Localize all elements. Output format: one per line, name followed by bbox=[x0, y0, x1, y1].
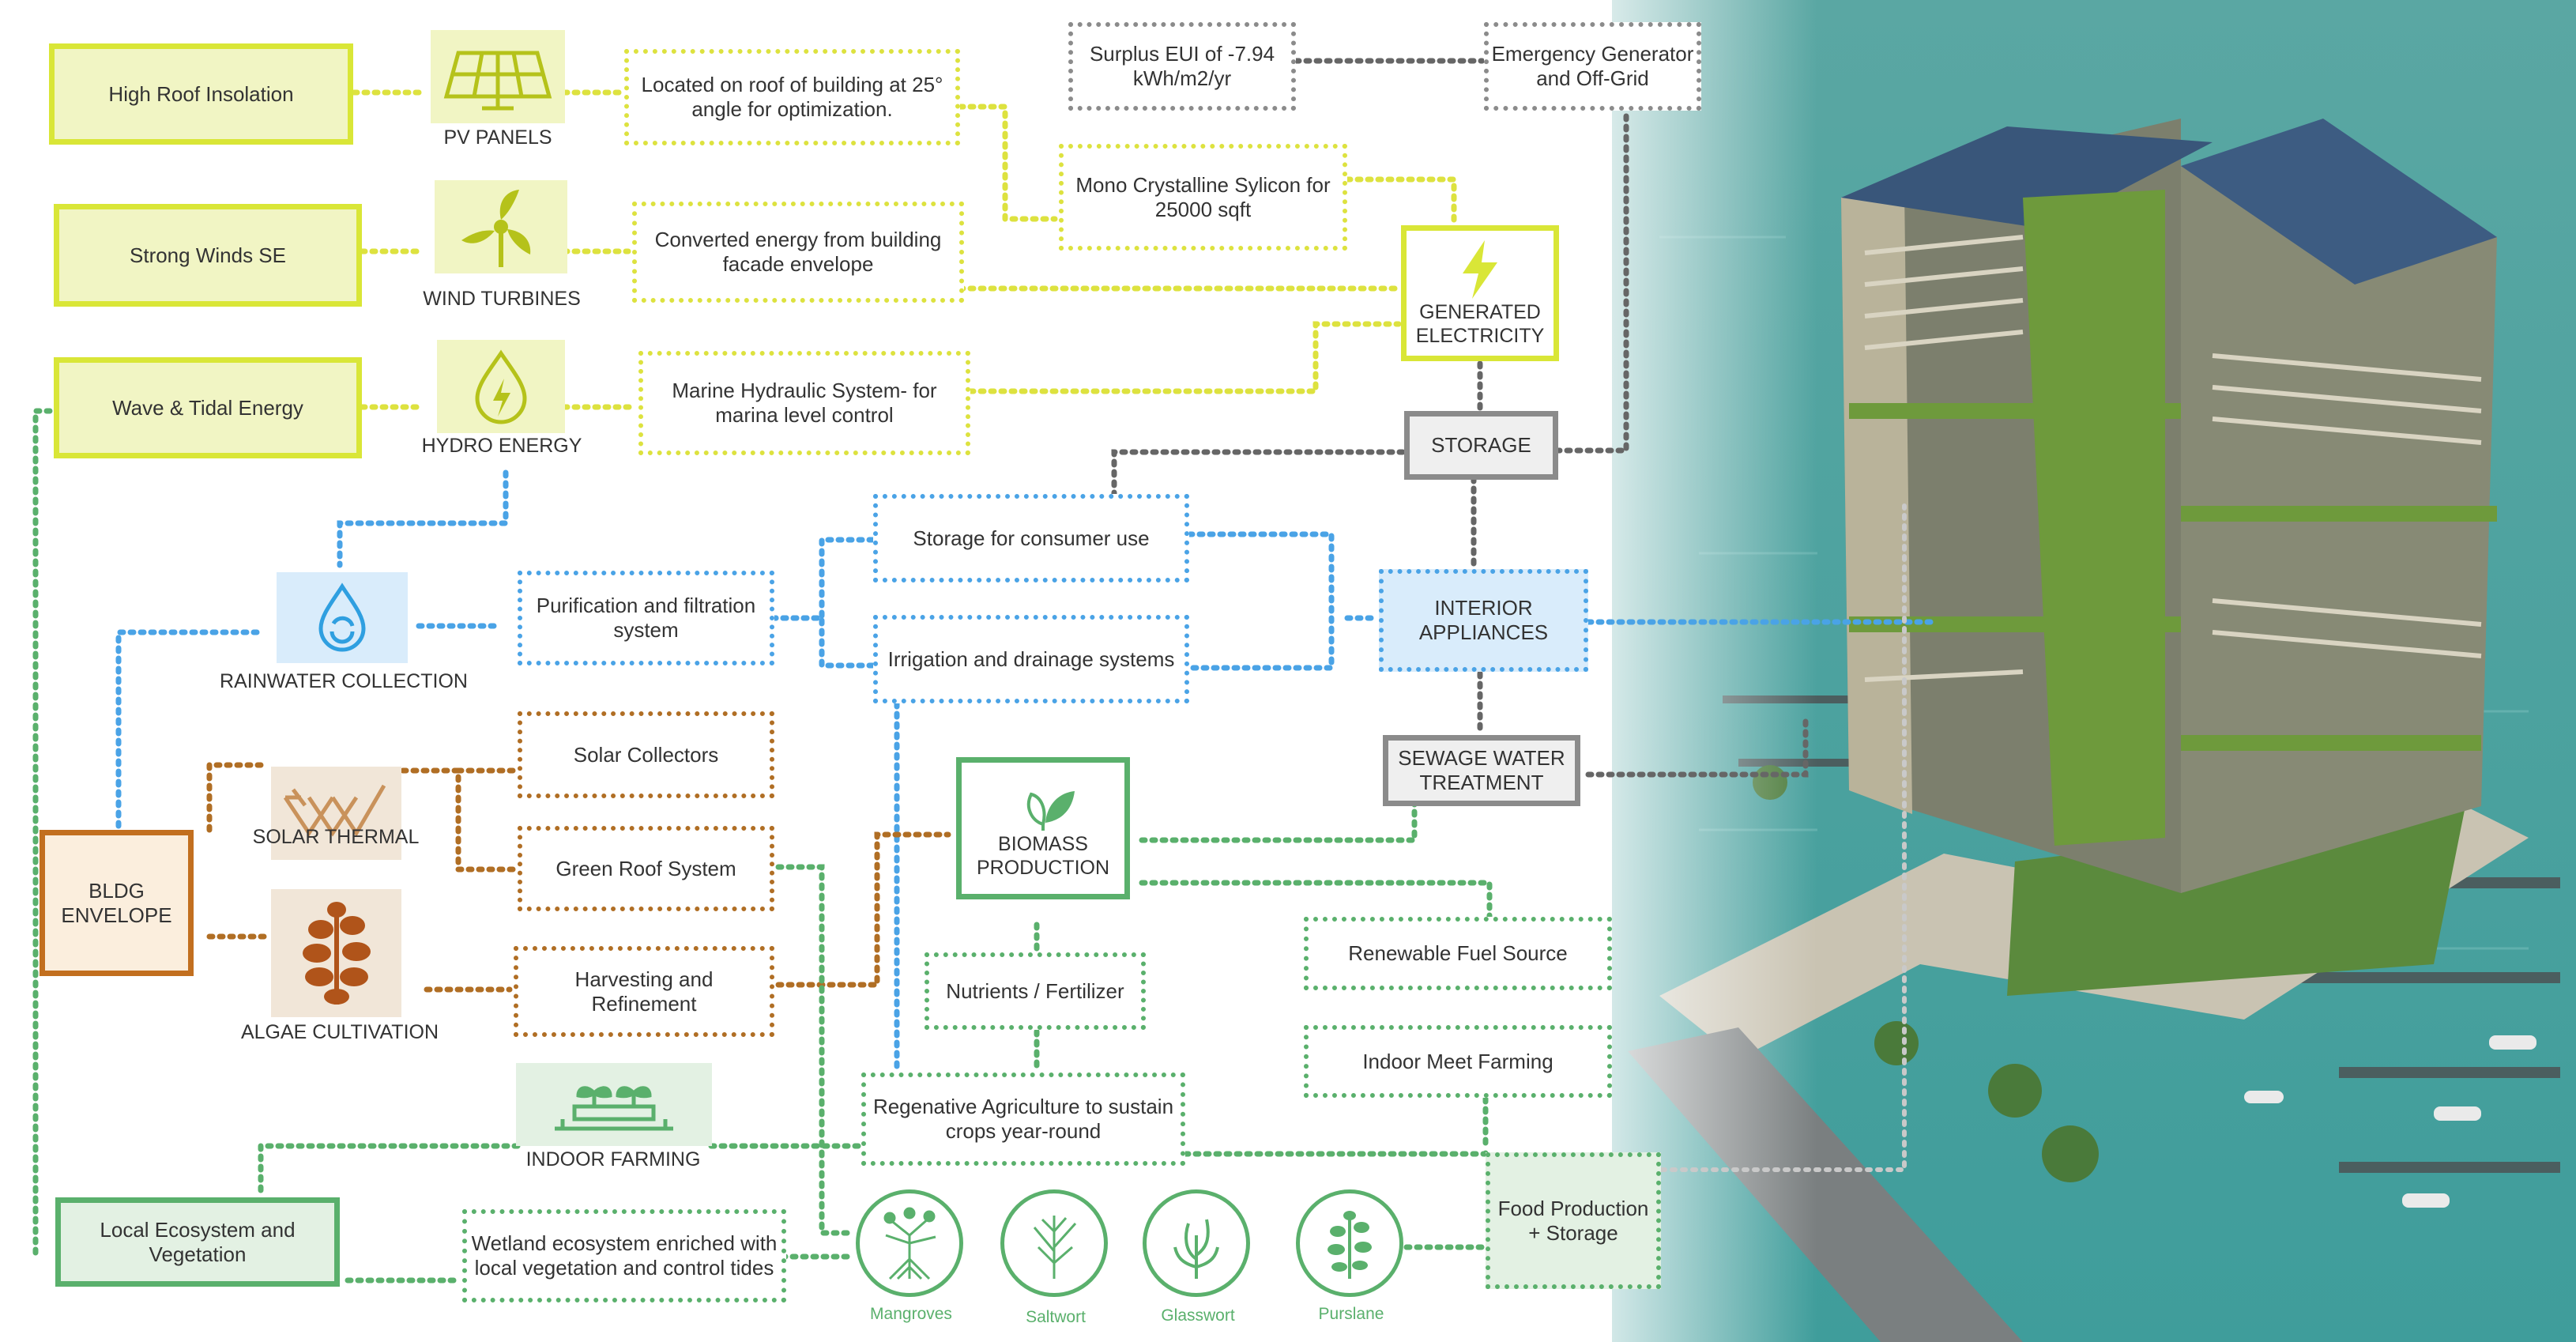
green-roof-box: Green Roof System bbox=[518, 826, 774, 911]
pv-panels-tile bbox=[431, 30, 565, 123]
purification-box: Purification and filtration system bbox=[518, 571, 774, 665]
local-ecosystem-box: Local Ecosystem and Vegetation bbox=[55, 1197, 340, 1287]
interior-appliances-box: INTERIOR APPLIANCES bbox=[1379, 569, 1588, 672]
mangroves-circle bbox=[856, 1189, 963, 1297]
mangrove-icon bbox=[883, 1207, 936, 1280]
sewage-treatment-box: SEWAGE WATER TREATMENT bbox=[1383, 735, 1580, 806]
consumer-storage-box: Storage for consumer use bbox=[873, 494, 1189, 582]
wave-tidal-box: Wave & Tidal Energy bbox=[54, 357, 362, 458]
high-roof-insolation-box: High Roof Insolation bbox=[49, 43, 353, 145]
mangroves-label: Mangroves bbox=[870, 1305, 952, 1323]
seedlings-icon bbox=[555, 1085, 673, 1130]
mono-crystalline-box: Mono Crystalline Sylicon for 25000 sqft bbox=[1059, 144, 1347, 251]
glasswort-label: Glasswort bbox=[1161, 1306, 1235, 1325]
rainwater-collection-label: RAINWATER COLLECTION bbox=[220, 670, 468, 692]
algae-tile bbox=[271, 889, 401, 1017]
bldg-envelope-box: BLDG ENVELOPE bbox=[40, 830, 194, 976]
strong-winds-box: Strong Winds SE bbox=[54, 204, 362, 307]
generated-electricity-box: GENERATED ELECTRICITY bbox=[1401, 225, 1559, 361]
saltwort-icon bbox=[1033, 1216, 1077, 1279]
saltwort-circle bbox=[1000, 1189, 1108, 1297]
solar-panel-icon bbox=[443, 51, 552, 111]
wind-turbines-tile bbox=[435, 180, 567, 273]
purslane-icon bbox=[1328, 1211, 1372, 1279]
indoor-farming-label: INDOOR FARMING bbox=[525, 1148, 701, 1170]
biomass-production-box: BIOMASS PRODUCTION bbox=[956, 757, 1130, 899]
purslane-label: Purslane bbox=[1318, 1305, 1384, 1323]
wind-note-box: Converted energy from building facade en… bbox=[632, 202, 964, 303]
wind-turbine-icon bbox=[461, 190, 531, 267]
wind-turbines-label: WIND TURBINES bbox=[423, 288, 581, 310]
solar-thermal-icon bbox=[283, 784, 386, 837]
solar-thermal-label: SOLAR THERMAL bbox=[252, 826, 420, 848]
hydro-note-box: Marine Hydraulic System- for marina leve… bbox=[638, 351, 970, 455]
algae-cultivation-label: ALGAE CULTIVATION bbox=[240, 1021, 439, 1043]
storage-box: STORAGE bbox=[1404, 411, 1558, 480]
solar-collectors-box: Solar Collectors bbox=[518, 711, 774, 798]
hydro-drop-icon bbox=[475, 349, 527, 424]
lightning-icon bbox=[1463, 240, 1497, 299]
renewable-fuel-box: Renewable Fuel Source bbox=[1304, 917, 1612, 990]
solar-thermal-tile bbox=[271, 767, 401, 860]
wetland-ecosystem-box: Wetland ecosystem enriched with local ve… bbox=[462, 1209, 786, 1302]
glasswort-circle bbox=[1143, 1189, 1250, 1297]
indoor-meet-farming-box: Indoor Meet Farming bbox=[1304, 1025, 1612, 1098]
glasswort-icon bbox=[1173, 1219, 1219, 1279]
biomass-production-label: BIOMASS PRODUCTION bbox=[976, 833, 1110, 879]
regenerative-agriculture-box: Regenative Agriculture to sustain crops … bbox=[861, 1072, 1185, 1166]
purslane-circle bbox=[1296, 1189, 1403, 1297]
leaf-icon bbox=[1026, 791, 1075, 831]
nutrients-box: Nutrients / Fertilizer bbox=[925, 952, 1146, 1030]
algae-icon bbox=[302, 902, 371, 1005]
saltwort-label: Saltwort bbox=[1026, 1308, 1086, 1326]
pv-panels-label: PV PANELS bbox=[443, 126, 552, 149]
generated-electricity-label: GENERATED ELECTRICITY bbox=[1415, 301, 1545, 347]
indoor-farming-tile bbox=[516, 1063, 712, 1146]
emergency-generator-box: Emergency Generator and Off-Grid bbox=[1484, 22, 1701, 111]
hydro-energy-label: HYDRO ENERGY bbox=[421, 435, 582, 457]
surplus-eui-box: Surplus EUI of -7.94 kWh/m2/yr bbox=[1068, 22, 1296, 111]
hydro-energy-tile bbox=[437, 340, 565, 433]
irrigation-box: Irrigation and drainage systems bbox=[873, 615, 1189, 703]
water-drop-icon bbox=[318, 582, 366, 651]
food-production-box: Food Production + Storage bbox=[1486, 1152, 1661, 1289]
rainwater-tile bbox=[277, 572, 408, 663]
pv-note-box: Located on roof of building at 25° angle… bbox=[624, 49, 960, 145]
harvesting-box: Harvesting and Refinement bbox=[514, 946, 774, 1037]
